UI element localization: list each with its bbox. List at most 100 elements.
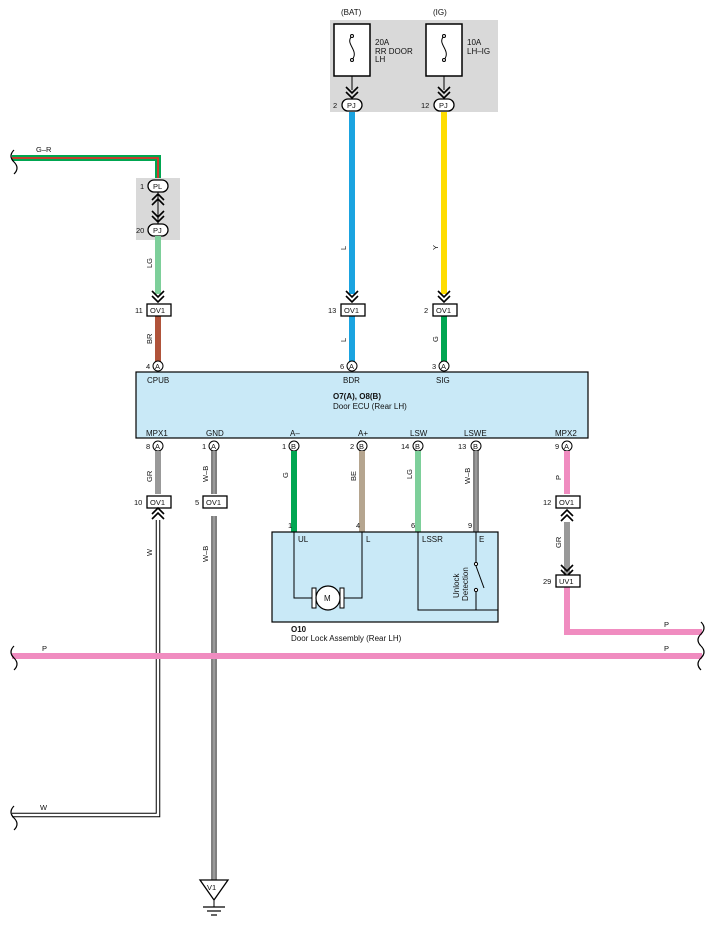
- wire-label-p-bus-right: P: [664, 644, 669, 653]
- connector-ov1-11: 11 OV1: [135, 303, 172, 317]
- svg-text:PJ: PJ: [153, 226, 162, 235]
- ecu-pin-bdr: 6 A BDR: [340, 360, 360, 385]
- fuse-ig-name-1: LH–IG: [467, 47, 490, 56]
- connector-ov1-5: 5 OV1: [195, 495, 228, 509]
- svg-text:9: 9: [468, 521, 472, 530]
- svg-text:LSWE: LSWE: [464, 429, 487, 438]
- svg-text:OV1: OV1: [436, 306, 451, 315]
- ecu-name: Door ECU (Rear LH): [333, 402, 407, 411]
- wire-p-bus: [10, 645, 705, 671]
- svg-text:1: 1: [288, 521, 292, 530]
- wire-label-lg-lsw: LG: [405, 469, 414, 479]
- ecu-pin-cpub: 4 A CPUB: [146, 360, 169, 385]
- ecu-pin-a-plus: A+ 2 B: [350, 429, 368, 452]
- svg-text:2: 2: [333, 101, 337, 110]
- wire-label-p-mpx2: P: [554, 475, 563, 480]
- ecu-ids: O7(A), O8(B): [333, 392, 381, 401]
- svg-text:A: A: [211, 442, 216, 451]
- wire-label-br: BR: [145, 333, 154, 344]
- ecu-pin-gnd: GND 1 A: [202, 429, 224, 452]
- svg-text:20: 20: [136, 226, 144, 235]
- connector-ov1-12: 12 OV1: [543, 495, 581, 509]
- svg-text:13: 13: [458, 442, 466, 451]
- wire-label-w-mpx1: W: [145, 548, 154, 556]
- door-lock-assembly: 1 4 6 9 UL L LSSR E M Unlock Detection O…: [271, 521, 499, 643]
- wire-label-w-b-2: W–B: [201, 546, 210, 562]
- svg-text:SIG: SIG: [436, 376, 450, 385]
- fuse-bat-name-2: LH: [375, 55, 385, 64]
- svg-text:6: 6: [340, 362, 344, 371]
- svg-text:A: A: [155, 362, 160, 371]
- svg-text:Detection: Detection: [461, 567, 470, 601]
- svg-text:CPUB: CPUB: [147, 376, 169, 385]
- ov1-10-arrow-icon: [151, 507, 165, 520]
- svg-text:OV1: OV1: [150, 306, 165, 315]
- wire-label-p-bus-left: P: [42, 644, 47, 653]
- svg-text:E: E: [479, 535, 484, 544]
- connector-uv1-29: 29 UV1: [543, 574, 581, 588]
- svg-text:5: 5: [195, 498, 199, 507]
- svg-text:12: 12: [543, 498, 551, 507]
- svg-text:1: 1: [202, 442, 206, 451]
- svg-text:MPX2: MPX2: [555, 429, 577, 438]
- fuse-bat-name-1: RR DOOR: [375, 47, 413, 56]
- wire-label-g-sig: G: [431, 336, 440, 342]
- wire-mpx1: [10, 451, 161, 831]
- svg-text:LSW: LSW: [410, 429, 428, 438]
- wire-label-be: BE: [349, 471, 358, 481]
- svg-text:14: 14: [401, 442, 409, 451]
- wire-label-w-b-lswe: W–B: [463, 468, 472, 484]
- svg-text:A: A: [441, 362, 446, 371]
- connector-pj-bat: 2 PJ: [333, 98, 363, 112]
- wire-label-g-a-minus: G: [281, 472, 290, 478]
- svg-text:1: 1: [282, 442, 286, 451]
- svg-text:PL: PL: [153, 182, 162, 191]
- svg-text:M: M: [324, 594, 331, 603]
- wire-label-p-right: P: [664, 620, 669, 629]
- svg-text:29: 29: [543, 577, 551, 586]
- connector-ov1-2: 2 OV1: [424, 303, 458, 317]
- fuse-bat-source: (BAT): [341, 8, 362, 17]
- svg-text:UL: UL: [298, 535, 309, 544]
- svg-text:A+: A+: [358, 429, 368, 438]
- ecu-pin-mpx1: MPX1 8 A: [146, 429, 168, 452]
- wire-label-w-b-1: W–B: [201, 466, 210, 482]
- ecu-pin-lsw: LSW 14 B: [401, 429, 428, 452]
- wire-label-g-r: G–R: [36, 145, 52, 154]
- svg-text:3: 3: [432, 362, 436, 371]
- svg-text:11: 11: [135, 306, 143, 315]
- ecu-pin-sig: 3 A SIG: [432, 360, 450, 385]
- ov1-12-arrow-icon: [560, 509, 574, 522]
- svg-text:4: 4: [146, 362, 150, 371]
- fuse-ig-rating: 10A: [467, 38, 482, 47]
- svg-text:OV1: OV1: [559, 498, 574, 507]
- svg-text:B: B: [291, 442, 296, 451]
- fuse-rr-door-lh: (BAT) 20A RR DOOR LH: [333, 8, 413, 90]
- svg-text:OV1: OV1: [206, 498, 221, 507]
- connector-pj-ig: 12 PJ: [421, 98, 455, 112]
- svg-text:UV1: UV1: [559, 577, 574, 586]
- connector-ov1-13: 13 OV1: [328, 303, 366, 317]
- svg-text:L: L: [366, 535, 371, 544]
- ecu-pin-lswe: LSWE 13 B: [458, 429, 487, 452]
- connector-ov1-10: 10 OV1: [134, 495, 172, 509]
- fuse-ig-source: (IG): [433, 8, 447, 17]
- connector-pj-20: 20 PJ: [136, 223, 169, 237]
- fuse-lh-ig: (IG) 10A LH–IG: [425, 8, 490, 90]
- wire-label-w-bottom: W: [40, 803, 48, 812]
- svg-text:Unlock: Unlock: [452, 573, 461, 598]
- ecu-pin-mpx2: MPX2 9 A: [555, 429, 577, 452]
- ground-v1: V1: [198, 879, 230, 916]
- motor-icon: M: [311, 585, 345, 611]
- wire-label-l-top: L: [339, 246, 348, 250]
- wire-label-y: Y: [431, 245, 440, 250]
- fuse-bat-rating: 20A: [375, 38, 390, 47]
- svg-text:MPX1: MPX1: [146, 429, 168, 438]
- svg-text:9: 9: [555, 442, 559, 451]
- wire-label-gr-mpx1: GR: [145, 470, 154, 482]
- svg-text:PJ: PJ: [439, 101, 448, 110]
- svg-text:6: 6: [411, 521, 415, 530]
- svg-text:OV1: OV1: [150, 498, 165, 507]
- svg-text:1: 1: [140, 182, 144, 191]
